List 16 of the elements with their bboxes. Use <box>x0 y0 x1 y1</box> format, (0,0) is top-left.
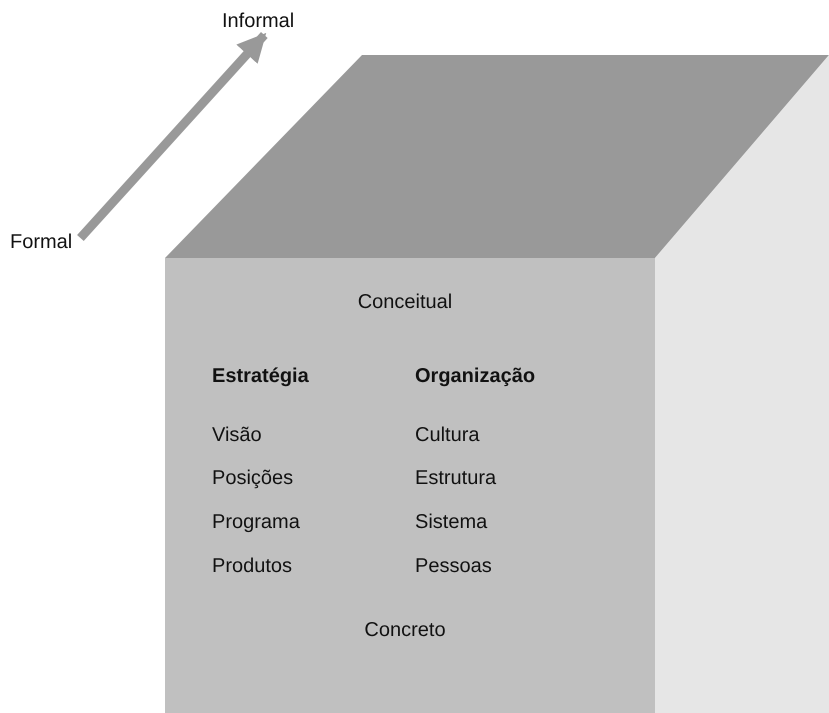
column-heading: Organização <box>415 364 536 388</box>
list-item: Visão <box>212 423 262 447</box>
list-item: Posições <box>212 466 294 490</box>
face-label: Concreto <box>364 618 446 642</box>
list-item: Cultura <box>415 423 480 447</box>
axis-label: Informal <box>222 9 294 33</box>
list-item: Programa <box>212 510 300 534</box>
cube-front-face <box>165 258 655 713</box>
list-item: Sistema <box>415 510 488 534</box>
arrow <box>77 32 268 242</box>
axis-label: Formal <box>10 230 72 254</box>
list-item: Pessoas <box>415 554 492 578</box>
column-heading: Estratégia <box>212 364 309 388</box>
list-item: Produtos <box>212 554 292 578</box>
face-label: Conceitual <box>358 290 452 314</box>
list-item: Estrutura <box>415 466 496 490</box>
